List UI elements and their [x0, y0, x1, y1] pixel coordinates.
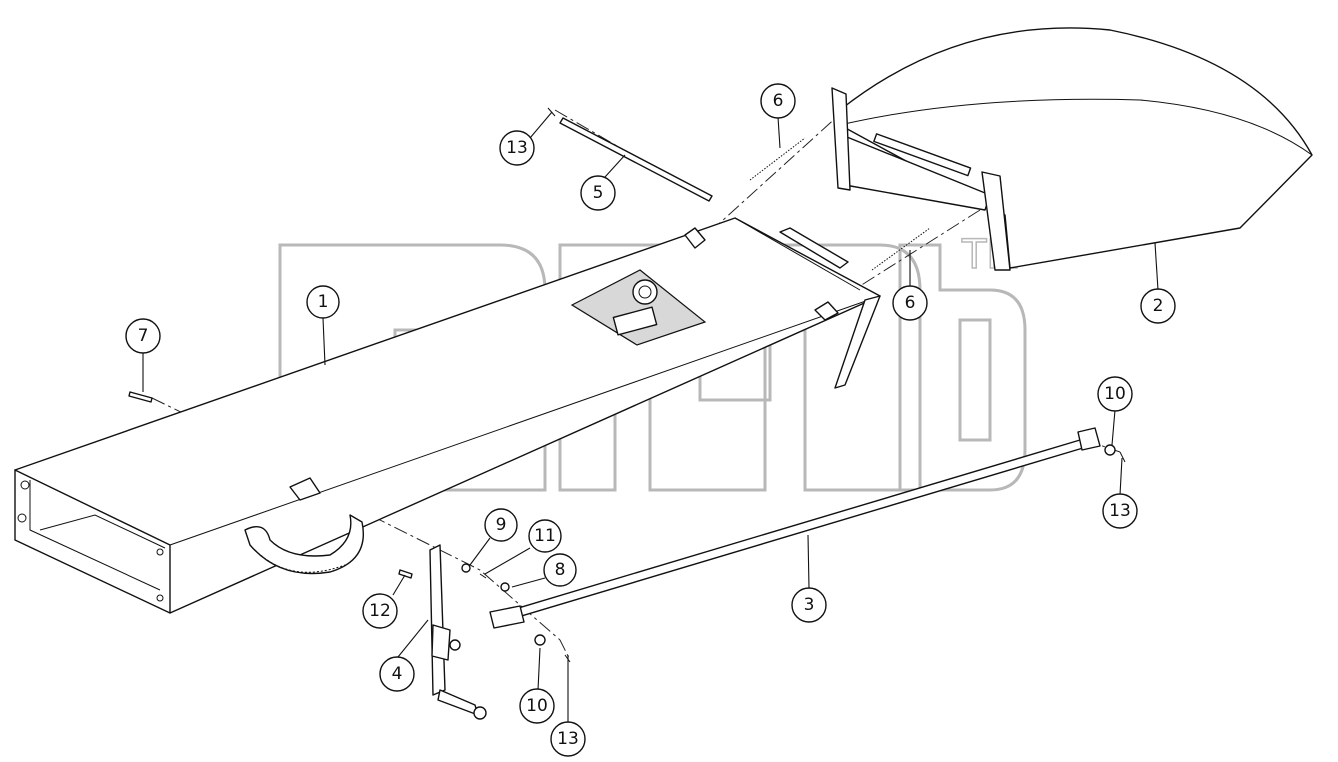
callout-6-lower: 6: [892, 285, 928, 321]
callout-10-right: 10: [1097, 376, 1133, 412]
svg-text:3: 3: [804, 595, 815, 615]
callout-6-upper: 6: [760, 83, 796, 119]
svg-text:1: 1: [318, 292, 329, 312]
callout-3: 3: [791, 587, 827, 623]
callout-9: 9: [484, 508, 518, 542]
svg-text:13: 13: [506, 138, 528, 158]
svg-text:10: 10: [526, 696, 548, 716]
svg-text:8: 8: [555, 560, 566, 580]
svg-text:6: 6: [905, 293, 916, 313]
callout-8: 8: [543, 553, 577, 587]
callout-7: 7: [125, 318, 161, 354]
callout-2: 2: [1140, 288, 1176, 324]
rod-part-3: [489, 427, 1101, 629]
lever-part-4: [429, 544, 487, 720]
deflector-hood-part-2: [831, 27, 1313, 271]
svg-text:6: 6: [773, 91, 784, 111]
svg-text:13: 13: [1109, 501, 1131, 521]
spring-part-6-upper: [749, 137, 806, 181]
callout-12: 12: [362, 593, 398, 629]
svg-text:10: 10: [1104, 384, 1126, 404]
callout-13-top: 13: [499, 130, 535, 166]
callout-4: 4: [379, 656, 415, 692]
rod-part-5: [559, 117, 713, 202]
svg-text:11: 11: [534, 526, 556, 546]
svg-text:5: 5: [593, 183, 604, 203]
leader-lines: [142, 111, 1159, 723]
svg-text:4: 4: [392, 664, 403, 684]
svg-text:9: 9: [496, 515, 507, 535]
callout-1: 1: [306, 285, 340, 319]
callout-10-bottom: 10: [519, 688, 555, 724]
callout-11: 11: [528, 519, 562, 553]
hardware-parts: [128, 107, 1126, 663]
svg-text:13: 13: [557, 729, 579, 749]
chute-body-part-1: [14, 217, 881, 614]
callout-13-bottom: 13: [550, 721, 586, 757]
svg-text:7: 7: [138, 326, 149, 346]
callout-13-right: 13: [1102, 493, 1138, 529]
svg-text:12: 12: [369, 601, 391, 621]
svg-text:2: 2: [1153, 296, 1164, 316]
callout-5: 5: [580, 175, 616, 211]
